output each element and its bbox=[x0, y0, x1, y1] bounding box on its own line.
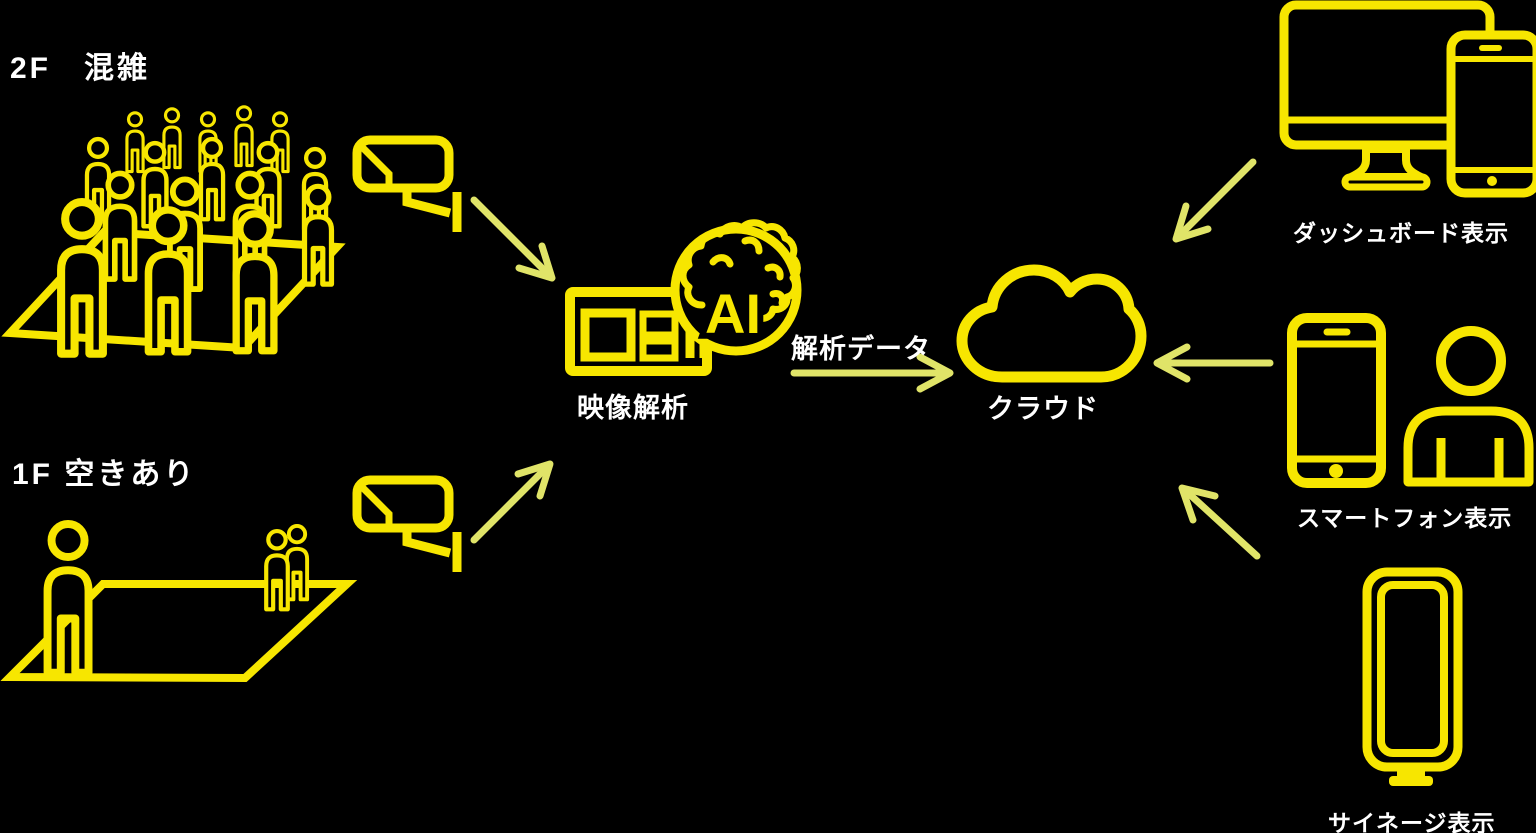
floor-2f-icon bbox=[1, 105, 346, 354]
person-icon bbox=[284, 524, 310, 602]
arrow-camera2f-to-analysis bbox=[470, 196, 556, 282]
person-icon bbox=[266, 531, 288, 609]
camera-2f-icon bbox=[357, 140, 457, 232]
analysis-data-label: 解析データ bbox=[791, 334, 931, 364]
user-icon bbox=[1403, 326, 1534, 487]
arrow-camera1f-to-analysis bbox=[470, 460, 554, 544]
person-icon bbox=[201, 139, 223, 219]
video-analysis-label: 映像解析 bbox=[577, 393, 689, 423]
person-icon bbox=[125, 111, 145, 174]
floor2-label: 2F 混雑 bbox=[10, 52, 151, 85]
smartphone-label: スマートフォン表示 bbox=[1297, 505, 1513, 531]
monitor-base-icon bbox=[1341, 173, 1431, 191]
smartphone-icon bbox=[1287, 313, 1386, 488]
cloud-label: クラウド bbox=[987, 394, 1099, 424]
tablet-icon bbox=[1446, 30, 1536, 198]
person-icon bbox=[61, 202, 103, 354]
arrow-cloud-to-smartphone bbox=[1153, 343, 1274, 383]
arrow-analysis-to-cloud bbox=[790, 353, 954, 393]
person-icon bbox=[162, 107, 182, 170]
person-icon bbox=[48, 524, 89, 673]
person-icon bbox=[105, 173, 134, 279]
arrow-cloud-to-dashboard bbox=[1172, 158, 1257, 243]
arrow-cloud-to-signage bbox=[1178, 484, 1261, 560]
floor-1f-icon bbox=[0, 524, 358, 683]
person-icon bbox=[234, 105, 254, 168]
monitor-stand-icon bbox=[1347, 145, 1425, 181]
camera-1f-icon bbox=[357, 480, 457, 572]
signage-icon bbox=[1362, 567, 1463, 786]
ai-brain-icon: AI bbox=[670, 219, 802, 356]
ai-label: AI bbox=[705, 282, 761, 345]
dashboard-label: ダッシュボード表示 bbox=[1293, 220, 1509, 246]
signage-label: サイネージ表示 bbox=[1328, 810, 1496, 833]
person-icon bbox=[148, 210, 187, 352]
floor1-label: 1F 空きあり bbox=[12, 458, 197, 491]
dashboard-icon bbox=[1279, 0, 1536, 198]
cloud-icon bbox=[956, 264, 1147, 383]
person-icon bbox=[270, 111, 290, 174]
